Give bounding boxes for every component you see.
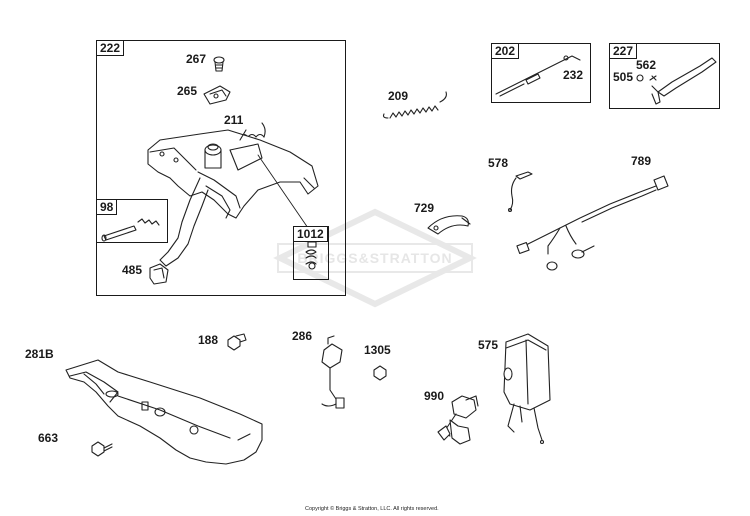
part-label-729: 729 <box>414 201 435 215</box>
group-label-202: 202 <box>491 43 520 59</box>
group-frame-222 <box>96 40 346 296</box>
cable-202-drawing <box>495 55 581 97</box>
bolt-188-drawing <box>227 333 247 351</box>
shield-281B-drawing <box>65 359 263 465</box>
part-label-265: 265 <box>177 84 198 98</box>
spring-1012-drawing <box>305 241 317 270</box>
part-label-990: 990 <box>424 389 445 403</box>
part-label-209: 209 <box>388 89 409 103</box>
group-label-222: 222 <box>96 40 125 56</box>
clamp-729-drawing <box>427 215 471 235</box>
group-label-1012: 1012 <box>293 226 328 242</box>
part-label-578: 578 <box>488 156 509 170</box>
bolt-663-drawing <box>91 441 113 457</box>
group-frame-98 <box>96 199 168 243</box>
regulator-575-drawing <box>503 333 551 445</box>
throttle-bracket-drawing <box>147 129 319 267</box>
part-label-485: 485 <box>122 263 143 277</box>
group-label-98: 98 <box>96 199 118 215</box>
wire-578-drawing <box>507 171 533 213</box>
knob-485-drawing <box>149 263 169 285</box>
part-label-562: 562 <box>636 58 657 72</box>
part-label-575: 575 <box>478 338 499 352</box>
switch-286-drawing <box>321 335 345 409</box>
part-label-281B: 281B <box>25 347 54 361</box>
pin-spring-98-drawing <box>101 218 160 242</box>
part-label-211: 211 <box>224 113 244 127</box>
watermark-text: BRIGGS&STRATTON <box>297 250 453 266</box>
harness-789-drawing <box>516 175 669 271</box>
copyright-notice: Copyright © Briggs & Stratton, LLC. All … <box>305 506 439 512</box>
screw-1305-drawing <box>373 365 387 381</box>
part-label-663: 663 <box>38 431 59 445</box>
part-label-188: 188 <box>198 333 219 347</box>
part-label-505: 505 <box>613 70 634 84</box>
screw-267-drawing <box>213 56 225 72</box>
part-label-232: 232 <box>563 68 584 82</box>
lever-227-drawing <box>636 57 717 105</box>
keys-990-drawing <box>437 395 479 445</box>
part-label-789: 789 <box>631 154 652 168</box>
clip-265-drawing <box>203 85 231 105</box>
part-label-286: 286 <box>292 329 313 343</box>
group-frame-202 <box>491 43 591 103</box>
part-label-1305: 1305 <box>364 343 391 357</box>
spring-209-drawing <box>382 91 447 119</box>
group-label-227: 227 <box>609 43 638 59</box>
group-frame-227 <box>609 43 720 109</box>
part-label-267: 267 <box>186 52 207 66</box>
